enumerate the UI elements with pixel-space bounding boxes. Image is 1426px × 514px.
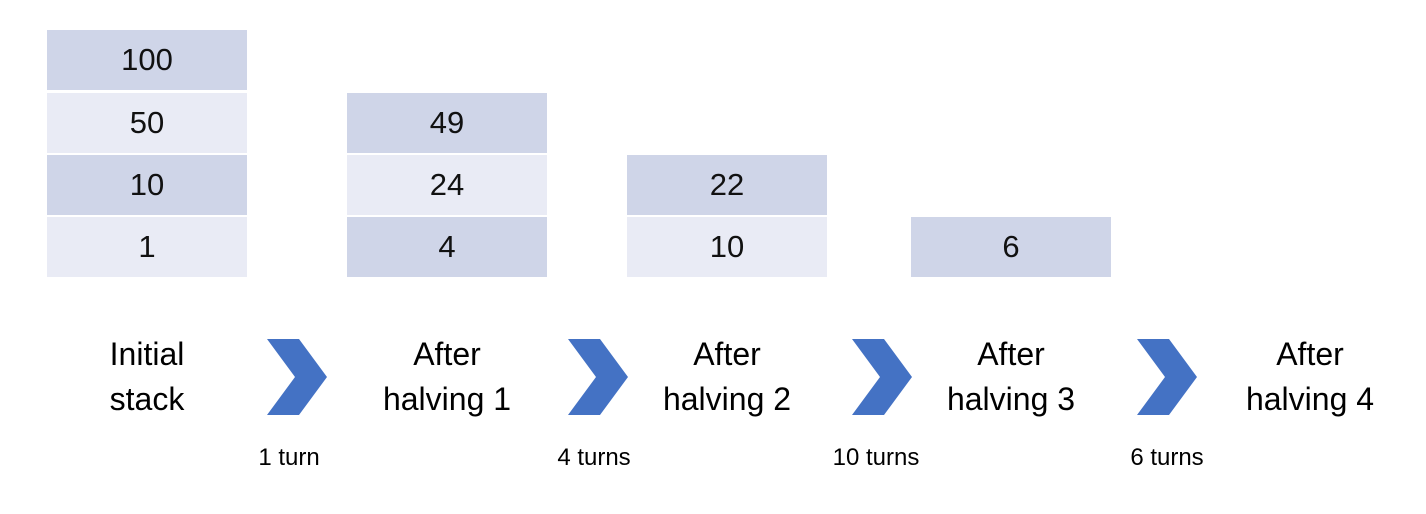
stage-label-line: halving 1 — [382, 381, 512, 417]
stack-cell: 4 — [347, 217, 547, 277]
stage-label-line: stack — [109, 381, 185, 417]
stack-cell: 10 — [627, 217, 827, 277]
stack-cell: 22 — [627, 155, 827, 215]
stage-label-line: After — [1276, 336, 1344, 372]
stage-label-line: halving 2 — [662, 381, 792, 417]
stage-label-initial: Initial stack — [47, 332, 247, 422]
stage-label-halving-4: After halving 4 — [1210, 332, 1410, 422]
chevron-right-icon — [267, 339, 327, 415]
stack-cell: 24 — [347, 155, 547, 215]
stage-label-line: Initial — [109, 336, 185, 372]
turns-label: 4 turns — [557, 444, 631, 471]
stage-label-halving-2: After halving 2 — [627, 332, 827, 422]
stack-cell: 49 — [347, 93, 547, 153]
turns-label: 10 turns — [832, 444, 920, 471]
stack-cell: 1 — [47, 217, 247, 277]
stage-label-halving-3: After halving 3 — [911, 332, 1111, 422]
stack-cell: 10 — [47, 155, 247, 215]
chevron-right-icon — [568, 339, 628, 415]
stack-cell: 100 — [47, 30, 247, 90]
stage-label-line: halving 3 — [946, 381, 1076, 417]
chevron-right-icon — [1137, 339, 1197, 415]
stack-cell: 6 — [911, 217, 1111, 277]
stage-label-line: After — [977, 336, 1045, 372]
stack-cell: 50 — [47, 93, 247, 153]
turns-label: 1 turn — [258, 444, 320, 471]
chevron-right-icon — [852, 339, 912, 415]
stage-label-line: After — [693, 336, 761, 372]
turns-label: 6 turns — [1130, 444, 1204, 471]
stage-label-halving-1: After halving 1 — [347, 332, 547, 422]
stage-label-line: After — [413, 336, 481, 372]
stage-label-line: halving 4 — [1245, 381, 1375, 417]
